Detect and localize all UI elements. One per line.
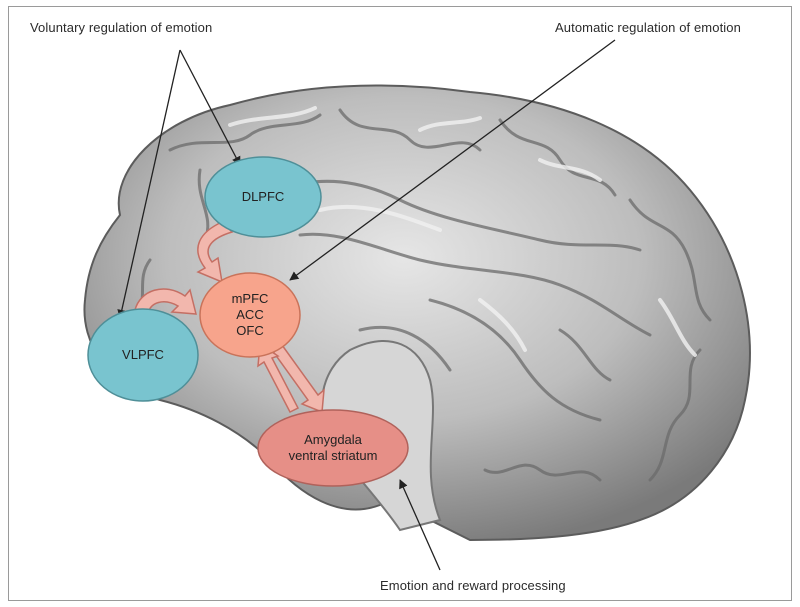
acc-label: ACC [210,307,290,323]
mpfc-label: mPFC [210,291,290,307]
emotion-reward-label: Emotion and reward processing [380,578,566,593]
voluntary-regulation-label: Voluntary regulation of emotion [30,20,212,35]
mpfc-label-group: mPFC ACC OFC [210,291,290,339]
ventral-striatum-label: ventral striatum [268,448,398,464]
amygdala-label: Amygdala [268,432,398,448]
ofc-label: OFC [210,323,290,339]
amygdala-label-group: Amygdala ventral striatum [268,432,398,464]
automatic-regulation-label: Automatic regulation of emotion [555,20,741,35]
vlpfc-label: VLPFC [103,347,183,363]
dlpfc-label: DLPFC [223,189,303,205]
